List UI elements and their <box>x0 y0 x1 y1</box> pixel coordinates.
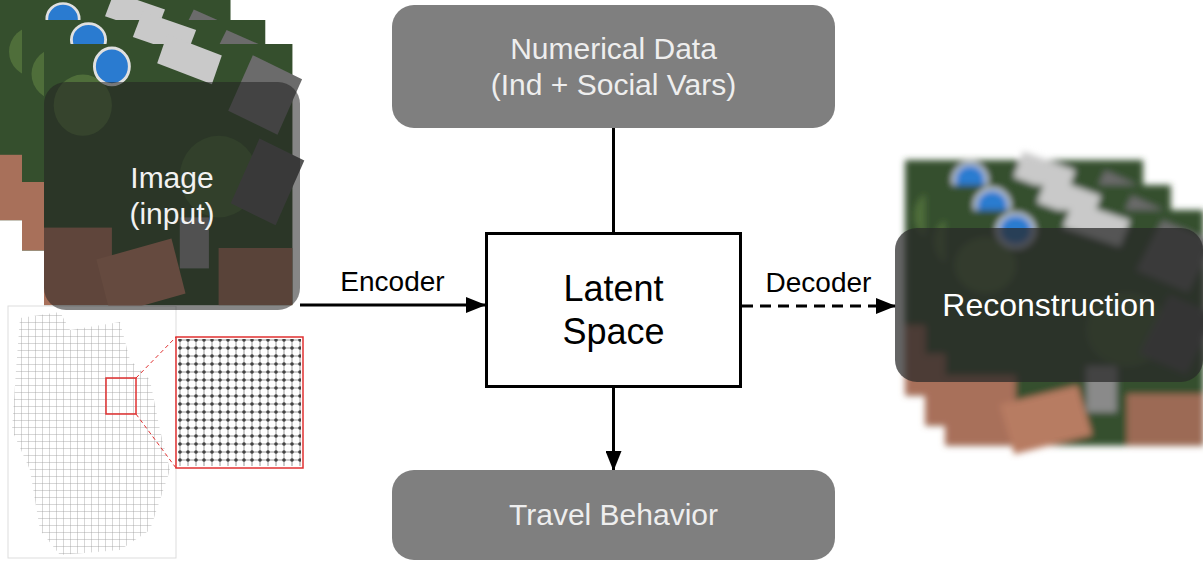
input-box: Numerical Data (Ind + Social Vars) <box>392 5 835 128</box>
arrow <box>300 304 485 307</box>
illustration-shape <box>176 337 303 468</box>
edge-label: Encoder <box>340 265 444 299</box>
illustration-shape <box>136 414 176 468</box>
arrow <box>612 388 615 470</box>
illustration-shape <box>136 337 176 378</box>
illustration-shape <box>8 306 176 558</box>
aerial-image-stack <box>0 0 304 315</box>
node-text: Travel Behavior <box>509 497 718 533</box>
node-text: Image (input) <box>97 160 247 232</box>
illustration-shape <box>8 306 176 558</box>
node-text: Reconstruction <box>942 286 1155 324</box>
street-network-map <box>8 306 303 558</box>
dashed-arrow <box>742 305 895 308</box>
illustration-shape <box>44 34 304 314</box>
illustration-shape <box>178 339 301 466</box>
reconstruction-box: Reconstruction <box>895 228 1203 382</box>
edge-label: Decoder <box>766 266 872 300</box>
image-input-box: Image (input) <box>44 82 300 310</box>
latent-box: Latent Space <box>485 232 742 388</box>
arrow <box>612 128 615 232</box>
node-text: Latent Space <box>524 267 704 353</box>
output-box: Travel Behavior <box>392 470 835 560</box>
illustration-shape <box>106 378 136 414</box>
node-text: Numerical Data (Ind + Social Vars) <box>486 31 742 103</box>
illustration-shape <box>176 337 303 468</box>
